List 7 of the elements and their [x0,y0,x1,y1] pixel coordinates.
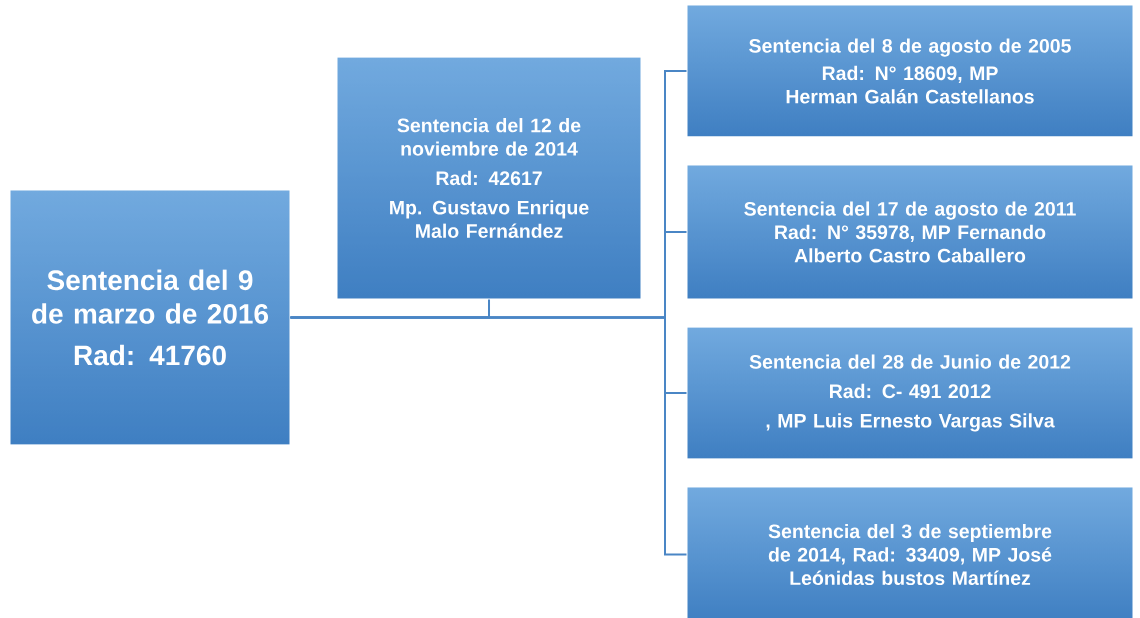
text-box: Sentencia del 12 de noviembre de 2014 Rad: 42617 Mp. Gustavo Enrique Malo Fernández [336,56,642,300]
text-box: Sentencia del 8 de agosto de 2005 Rad: N° 18609, MP Herman Galán Castellanos [686,4,1134,138]
text-box: Sentencia del 9 de marzo de 2016 Rad: 41760 [9,189,291,446]
text-box: Sentencia del 3 de septiembre de 2014, Rad: 33409, MP José Leónidas bustos Martínez [686,486,1134,618]
text-box: Sentencia del 17 de agosto de 2011 Rad: N° 35978, MP Fernando Alberto Castro Caballero [686,164,1134,300]
connector-line [289,316,688,556]
text-box: Sentencia del 28 de Junio de 2012 Rad: C- 491 2012 , MP Luis Ernesto Vargas Silva [686,326,1134,460]
